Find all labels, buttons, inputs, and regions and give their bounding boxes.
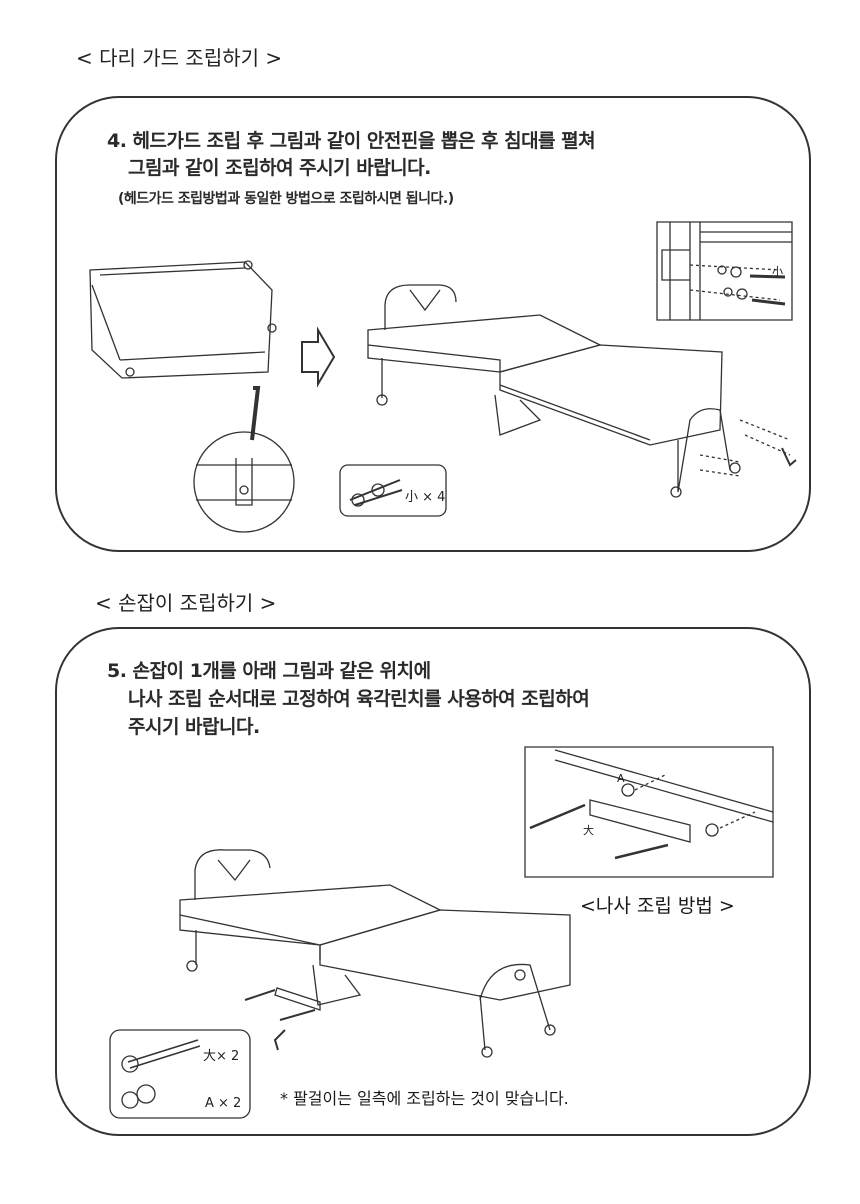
step4-text-line1: 4. 헤드가드 조립 후 그림과 같이 안전핀을 뽑은 후 침대를 펼쳐 — [107, 130, 596, 152]
section-heading-handle: < 손잡이 조립하기 > — [95, 591, 277, 615]
step4-note: (헤드가드 조립방법과 동일한 방법으로 조립하시면 됩니다.) — [118, 191, 454, 207]
step5-text-line2: 나사 조립 순서대로 고정하여 육각린치를 사용하여 조립하여 — [128, 688, 590, 710]
parts-box-small-screws — [340, 465, 446, 516]
footnote: * 팔걸이는 일측에 조립하는 것이 맞습니다. — [280, 1089, 569, 1108]
unfolded-bed-illustration — [368, 285, 796, 497]
detail-label-small: 小 — [772, 265, 783, 278]
step5-text-line3: 주시기 바랍니다. — [128, 716, 260, 738]
parts-label-bolts: 大× 2 — [203, 1049, 240, 1064]
screw-method-caption: <나사 조립 방법 > — [580, 895, 735, 917]
step4-text-line2: 그림과 같이 조립하여 주시기 바랍니다. — [128, 157, 431, 179]
detail-box-head-guard — [657, 222, 792, 320]
parts-label-spacers: A × 2 — [205, 1096, 242, 1111]
instruction-panel-step4 — [55, 96, 811, 552]
detail-label-a: A — [617, 772, 625, 785]
parts-label-small-screws: 小 × 4 — [405, 490, 446, 505]
step5-text-line1: 5. 손잡이 1개를 아래 그림과 같은 위치에 — [107, 660, 431, 682]
folded-bed-illustration — [90, 261, 276, 378]
instruction-panel-step5 — [55, 627, 811, 1136]
section-heading-leg-guard: < 다리 가드 조립하기 > — [76, 46, 283, 70]
safety-pin-detail — [194, 388, 294, 532]
arrow-right-icon — [302, 330, 334, 384]
bed-with-handle-illustration — [180, 850, 570, 1057]
detail-label-big: 大 — [583, 824, 594, 837]
